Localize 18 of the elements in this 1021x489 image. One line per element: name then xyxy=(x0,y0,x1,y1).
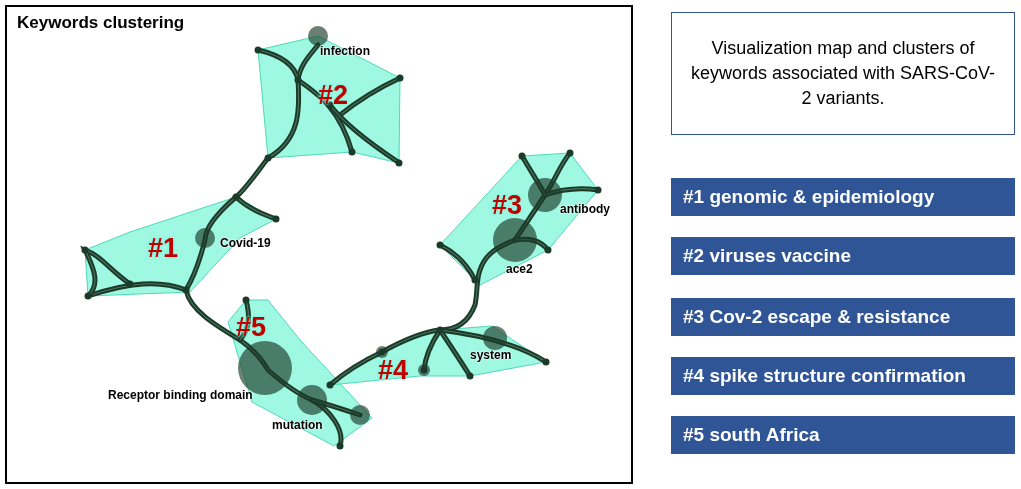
keyword-label: Receptor binding domain xyxy=(108,388,253,402)
cluster-number: #3 xyxy=(492,190,523,221)
cluster-legend-bar: #5 south Africa xyxy=(671,416,1015,454)
cluster-number: #2 xyxy=(318,80,349,111)
keyword-label: mutation xyxy=(272,418,323,432)
cluster-legend-bar: #2 viruses vaccine xyxy=(671,237,1015,275)
keyword-label: Covid-19 xyxy=(220,236,271,250)
cluster-legend-bar: #4 spike structure confirmation xyxy=(671,357,1015,395)
keyword-label: antibody xyxy=(560,202,610,216)
keyword-label: infection xyxy=(320,44,370,58)
cluster-legend-bar: #1 genomic & epidemiology xyxy=(671,178,1015,216)
cluster-legend-bar: #3 Cov-2 escape & resistance xyxy=(671,298,1015,336)
cluster-number: #1 xyxy=(148,233,179,264)
description-box: Visualization map and clusters of keywords associated with SARS-CoV-2 variants. xyxy=(671,12,1015,135)
panel-title: Keywords clustering xyxy=(17,13,185,33)
keyword-label: system xyxy=(470,348,512,362)
keyword-label: ace2 xyxy=(506,262,533,276)
cluster-number: #4 xyxy=(378,355,409,386)
